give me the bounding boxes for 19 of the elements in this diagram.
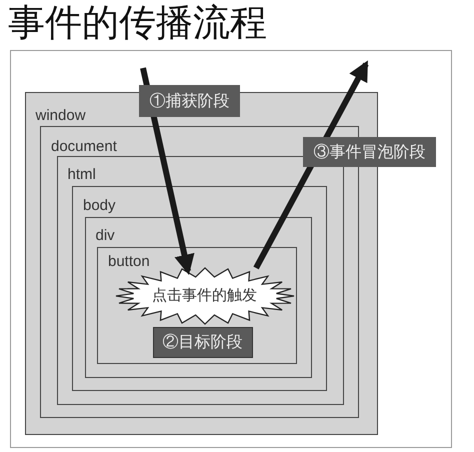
box-label: div	[96, 226, 115, 244]
arrow	[140, 67, 194, 275]
container-box	[40, 126, 359, 418]
container-box	[84, 216, 312, 378]
container-box	[72, 186, 327, 391]
title: 事件的传播流程	[8, 1, 267, 45]
phase-label: ①捕获阶段	[139, 85, 240, 117]
phase-label: ③事件冒泡阶段	[303, 137, 436, 167]
arrow	[253, 60, 369, 270]
event-text: 点击事件的触发	[151, 286, 258, 306]
outer-frame	[10, 50, 452, 448]
box-label: document	[51, 138, 117, 156]
box-label: body	[83, 197, 116, 215]
container-box	[97, 247, 297, 364]
container-box	[24, 92, 378, 434]
box-label: button	[108, 253, 150, 271]
stage-label: ②目标阶段	[152, 326, 252, 358]
box-label: window	[36, 106, 86, 124]
box-label: html	[68, 166, 96, 184]
